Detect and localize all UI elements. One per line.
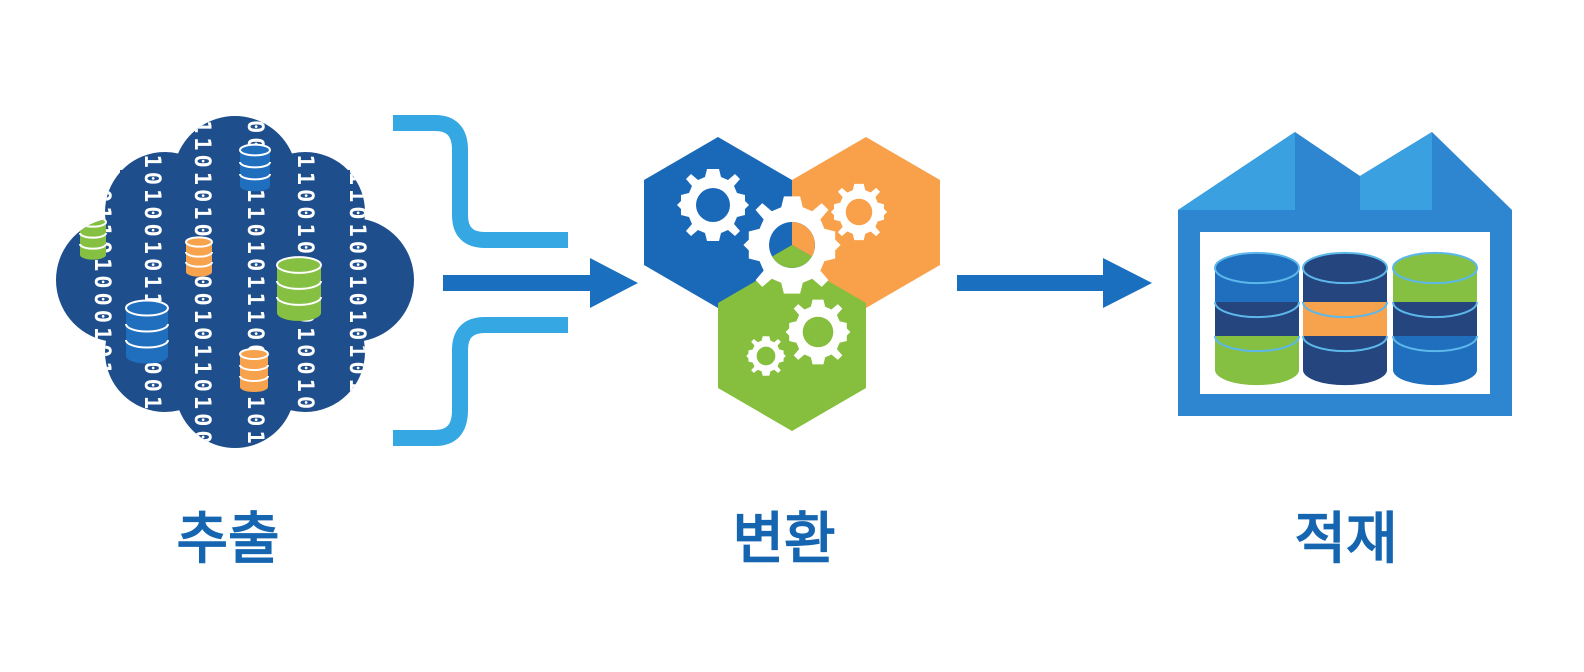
arrow-icon bbox=[443, 258, 638, 308]
database-icon bbox=[239, 143, 271, 192]
database-icon bbox=[1392, 251, 1478, 386]
cloud-icon: 10010110100010110101 01101001011011001010… bbox=[56, 116, 414, 465]
binary-column: 01011010010101011010 bbox=[344, 120, 369, 465]
binary-column: 10010110100010110101 bbox=[89, 120, 114, 465]
gear-icon bbox=[743, 196, 841, 294]
database-icon bbox=[125, 299, 169, 364]
stage-label-load: 적재 bbox=[1294, 507, 1398, 572]
hex-green bbox=[718, 260, 866, 431]
gear-icon bbox=[785, 299, 851, 365]
warehouse-icon bbox=[1178, 132, 1512, 416]
gear-icon bbox=[677, 169, 749, 241]
database-icon bbox=[239, 347, 269, 393]
gear-icon bbox=[830, 183, 888, 241]
binary-column: 01101001011011001010 bbox=[139, 120, 164, 465]
extract-connectors bbox=[393, 115, 638, 446]
split-top-connector bbox=[393, 115, 568, 248]
stage-label-transform: 변환 bbox=[732, 507, 836, 572]
database-icon bbox=[79, 216, 107, 260]
split-bottom-connector bbox=[393, 317, 568, 446]
gear-icon bbox=[746, 336, 786, 376]
database-icon bbox=[276, 256, 322, 321]
binary-column: 11010100100101101001 bbox=[189, 120, 214, 465]
warehouse-databases bbox=[1214, 251, 1478, 386]
database-icon bbox=[1214, 251, 1300, 386]
arrow-icon bbox=[957, 258, 1152, 308]
database-icon bbox=[185, 236, 213, 277]
database-icon bbox=[1302, 251, 1388, 386]
transform-hexagons bbox=[644, 137, 940, 431]
gears bbox=[677, 169, 888, 376]
data-cloud: 10010110100010110101 01101001011011001010… bbox=[56, 116, 414, 465]
stage-label-extract: 추출 bbox=[176, 507, 280, 572]
